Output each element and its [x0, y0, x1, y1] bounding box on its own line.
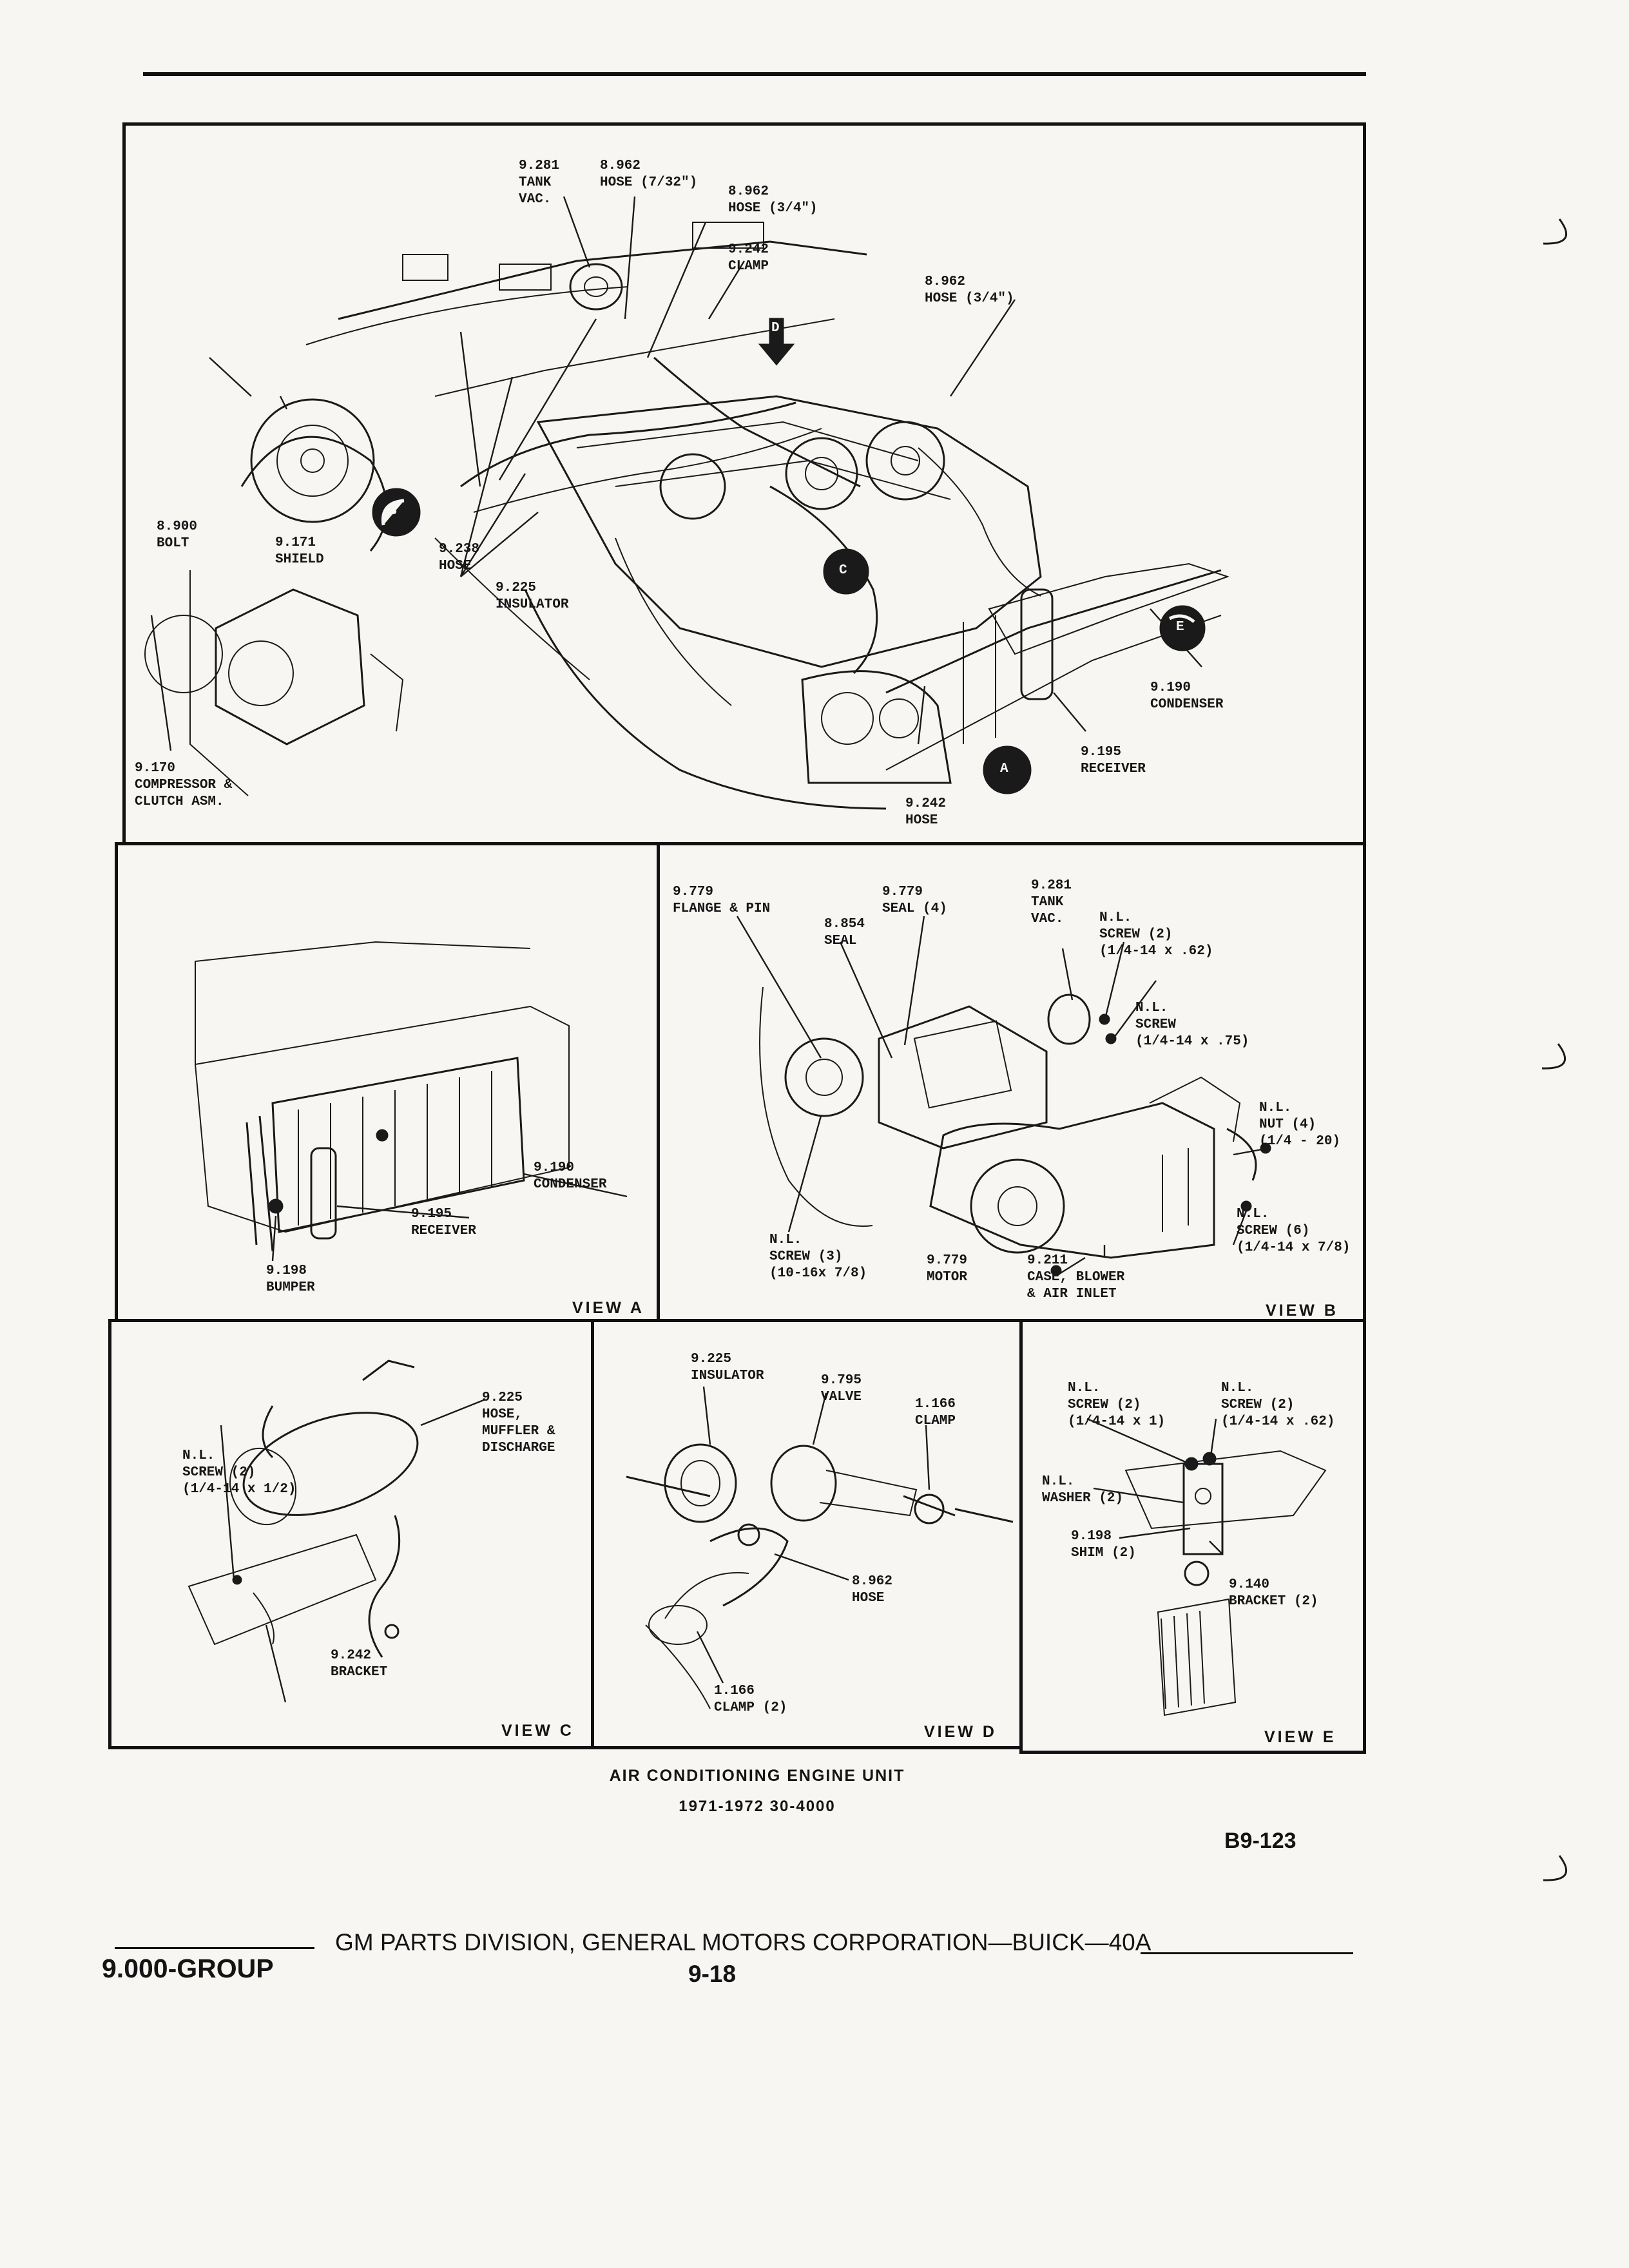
callout-d-icon	[758, 318, 795, 366]
label-shim: 9.198 SHIM (2)	[1071, 1529, 1136, 1561]
label-compressor: 9.170 COMPRESSOR & CLUTCH ASM.	[135, 761, 233, 809]
footer-page-number: 9-18	[688, 1961, 737, 1987]
label-screw-1-e: N.L. SCREW (2) (1/4-14 x 1)	[1068, 1381, 1166, 1429]
label-bumper-a: 9.198 BUMPER	[266, 1264, 315, 1295]
view-a-illustration	[194, 941, 628, 1262]
label-washer: N.L. WASHER (2)	[1042, 1474, 1124, 1506]
callout-c-icon	[823, 548, 869, 595]
view-a-title: VIEW A	[572, 1299, 644, 1317]
label-condenser-a: 9.190 CONDENSER	[534, 1160, 607, 1192]
callout-letter-d: D	[771, 321, 780, 336]
engine-illustration	[144, 196, 1230, 810]
view-b-title: VIEW B	[1266, 1302, 1338, 1320]
view-d-panel: 9.225 INSULATOR 9.795 VALVE 1.166 CLAMP …	[591, 1319, 1023, 1749]
callout-letter-b: B	[389, 504, 397, 519]
view-c-panel: 9.225 HOSE, MUFFLER & DISCHARGE N.L. SCR…	[108, 1319, 594, 1749]
label-receiver-main: 9.195 RECEIVER	[1081, 745, 1146, 776]
label-tank-vac-b: 9.281 TANK VAC.	[1031, 878, 1072, 927]
label-valve: 9.795 VALVE	[821, 1373, 862, 1405]
label-bracket-e: 9.140 BRACKET (2)	[1229, 1577, 1318, 1609]
page-reference: B9-123	[1224, 1829, 1296, 1853]
footer-group: 9.000-GROUP	[102, 1954, 274, 1983]
label-case-blower: 9.211 CASE, BLOWER & AIR INLET	[1027, 1253, 1125, 1302]
view-e-title: VIEW E	[1264, 1728, 1336, 1746]
figure-title: AIR CONDITIONING ENGINE UNIT	[609, 1767, 905, 1785]
label-screw-6: N.L. SCREW (6) (1/4-14 x 7/8)	[1237, 1207, 1351, 1255]
label-motor: 9.779 MOTOR	[927, 1253, 968, 1285]
label-hose-7-32: 8.962 HOSE (7/32")	[600, 159, 698, 190]
callout-e-icon	[1159, 605, 1206, 651]
footer-rule-right	[1141, 1952, 1353, 1954]
view-c-illustration	[188, 1360, 486, 1703]
label-insulator-d: 9.225 INSULATOR	[691, 1352, 764, 1383]
view-e-illustration	[1086, 1418, 1327, 1716]
label-hose-3-4-b: 8.962 HOSE (3/4")	[925, 274, 1014, 306]
label-screw-62-b: N.L. SCREW (2) (1/4-14 x .62)	[1099, 910, 1213, 959]
label-flange-pin: 9.779 FLANGE & PIN	[673, 885, 771, 916]
callout-letter-a: A	[1000, 762, 1008, 776]
label-receiver-a: 9.195 RECEIVER	[411, 1207, 476, 1238]
footer-rule-left	[115, 1947, 314, 1949]
callout-a-icon	[983, 745, 1032, 794]
callout-letter-c: C	[839, 563, 847, 578]
label-hose-d: 8.962 HOSE	[852, 1574, 893, 1606]
label-tank-vac: 9.281 TANK VAC.	[519, 159, 560, 207]
figure-subtitle: 1971-1972 30-4000	[679, 1798, 836, 1815]
label-bracket-c: 9.242 BRACKET	[331, 1648, 388, 1680]
label-insulator-main: 9.225 INSULATOR	[496, 581, 569, 612]
label-screw-3: N.L. SCREW (3) (10-16x 7/8)	[769, 1233, 867, 1281]
view-d-illustration	[626, 1386, 1014, 1709]
view-d-title: VIEW D	[924, 1723, 997, 1741]
top-rule	[143, 72, 1366, 76]
label-nut-4: N.L. NUT (4) (1/4 - 20)	[1259, 1100, 1341, 1149]
label-hose-3-4-a: 8.962 HOSE (3/4")	[728, 184, 818, 216]
label-clamp-d: 1.166 CLAMP	[915, 1397, 956, 1428]
label-screw-75-b: N.L. SCREW (1/4-14 x .75)	[1135, 1001, 1249, 1049]
view-c-title: VIEW C	[501, 1722, 574, 1740]
view-e-panel: N.L. SCREW (2) (1/4-14 x 1) N.L. SCREW (…	[1019, 1319, 1366, 1754]
callout-b-icon	[372, 488, 421, 537]
label-clamp-main: 9.242 CLAMP	[728, 242, 769, 274]
label-screw-c: N.L. SCREW (2) (1/4-14 x 1/2)	[182, 1448, 296, 1497]
label-hose-muffler: 9.225 HOSE, MUFFLER & DISCHARGE	[482, 1390, 555, 1456]
label-hose-9242: 9.242 HOSE	[905, 796, 947, 828]
label-clamp-2-d: 1.166 CLAMP (2)	[714, 1684, 787, 1715]
label-seal-4: 9.779 SEAL (4)	[882, 885, 947, 916]
main-engine-diagram: 9.281 TANK VAC. 8.962 HOSE (7/32") 8.962…	[122, 122, 1366, 845]
footer-division: GM PARTS DIVISION, GENERAL MOTORS CORPOR…	[335, 1929, 1152, 1956]
callout-letter-e: E	[1176, 620, 1184, 635]
label-hose-9238: 9.238 HOSE	[439, 542, 480, 573]
view-b-illustration	[736, 916, 1271, 1276]
label-bolt: 8.900 BOLT	[157, 519, 198, 551]
view-a-panel: 9.190 CONDENSER 9.195 RECEIVER 9.198 BUM…	[115, 842, 660, 1322]
view-b-panel: 9.779 FLANGE & PIN 8.854 SEAL 9.779 SEAL…	[657, 842, 1366, 1322]
label-shield: 9.171 SHIELD	[275, 535, 324, 567]
label-condenser-main: 9.190 CONDENSER	[1150, 680, 1224, 712]
label-seal-8854: 8.854 SEAL	[824, 917, 865, 948]
label-screw-62-e: N.L. SCREW (2) (1/4-14 x .62)	[1221, 1381, 1335, 1429]
